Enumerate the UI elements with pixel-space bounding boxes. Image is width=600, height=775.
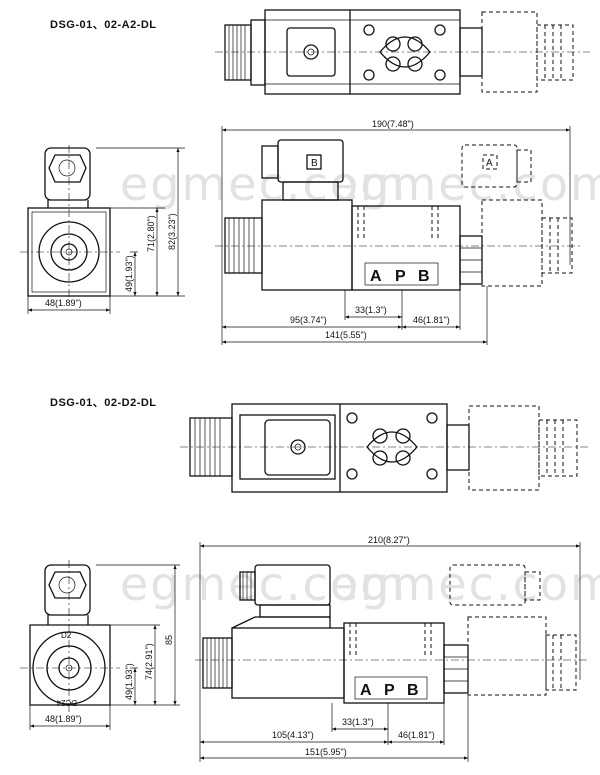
dim-a2-95: 95(3.74") [290,315,327,325]
watermark-2: egmec.com [330,157,600,211]
watermark-4: egmec.com [330,557,600,611]
dim-d2-side-width: 48(1.89") [45,714,82,724]
dim-a2-side-h2: 71(2.80") [146,215,156,252]
dim-d2-151: 151(5.95") [305,747,347,757]
title-d2: DSG-01、02-D2-DL [50,397,157,409]
coil-label-d2: D2 [61,631,72,640]
dim-d2-33: 33(1.3") [342,717,374,727]
dim-a2-side-h3: 82(3.23") [167,213,177,250]
coil-label-dc24: DC24 [56,698,77,707]
port-a-d2: A [360,682,372,699]
dim-d2-side-h2: 74(2.91") [144,643,154,680]
port-a-a2: A [370,268,382,285]
watermark-3: egmec.com [120,557,407,611]
port-b-a2: B [418,268,430,285]
dim-d2-46: 46(1.81") [398,730,435,740]
dim-d2-overall: 210(8.27") [368,535,410,545]
dim-a2-33: 33(1.3") [355,305,387,315]
front-view-d2 [195,542,590,762]
dim-d2-side-h3: 85 [164,635,174,645]
title-a2: DSG-01、02-A2-DL [50,19,157,31]
port-b-d2: B [407,682,419,699]
dim-a2-46: 46(1.81") [413,315,450,325]
label-a2-coil-a: A [486,158,493,169]
watermarks: egmec.com egmec.com egmec.com egmec.com [120,157,600,611]
dim-a2-side-h1: 49(1.93") [124,255,134,292]
top-view-d2 [180,403,590,493]
side-view-d2 [20,560,180,730]
label-a2-coil-b: B [311,158,318,169]
dim-a2-side-width: 48(1.89") [45,298,82,308]
port-p-d2: P [384,682,395,699]
front-view-a2 [215,126,580,345]
top-view-a2 [215,9,590,95]
dim-d2-105: 105(4.13") [272,730,314,740]
port-p-a2: P [395,268,406,285]
dim-a2-141: 141(5.55") [325,330,367,340]
side-view-a2 [20,145,185,314]
dim-a2-overall: 190(7.48") [372,119,414,129]
dim-d2-side-h1: 49(1.93") [124,663,134,700]
